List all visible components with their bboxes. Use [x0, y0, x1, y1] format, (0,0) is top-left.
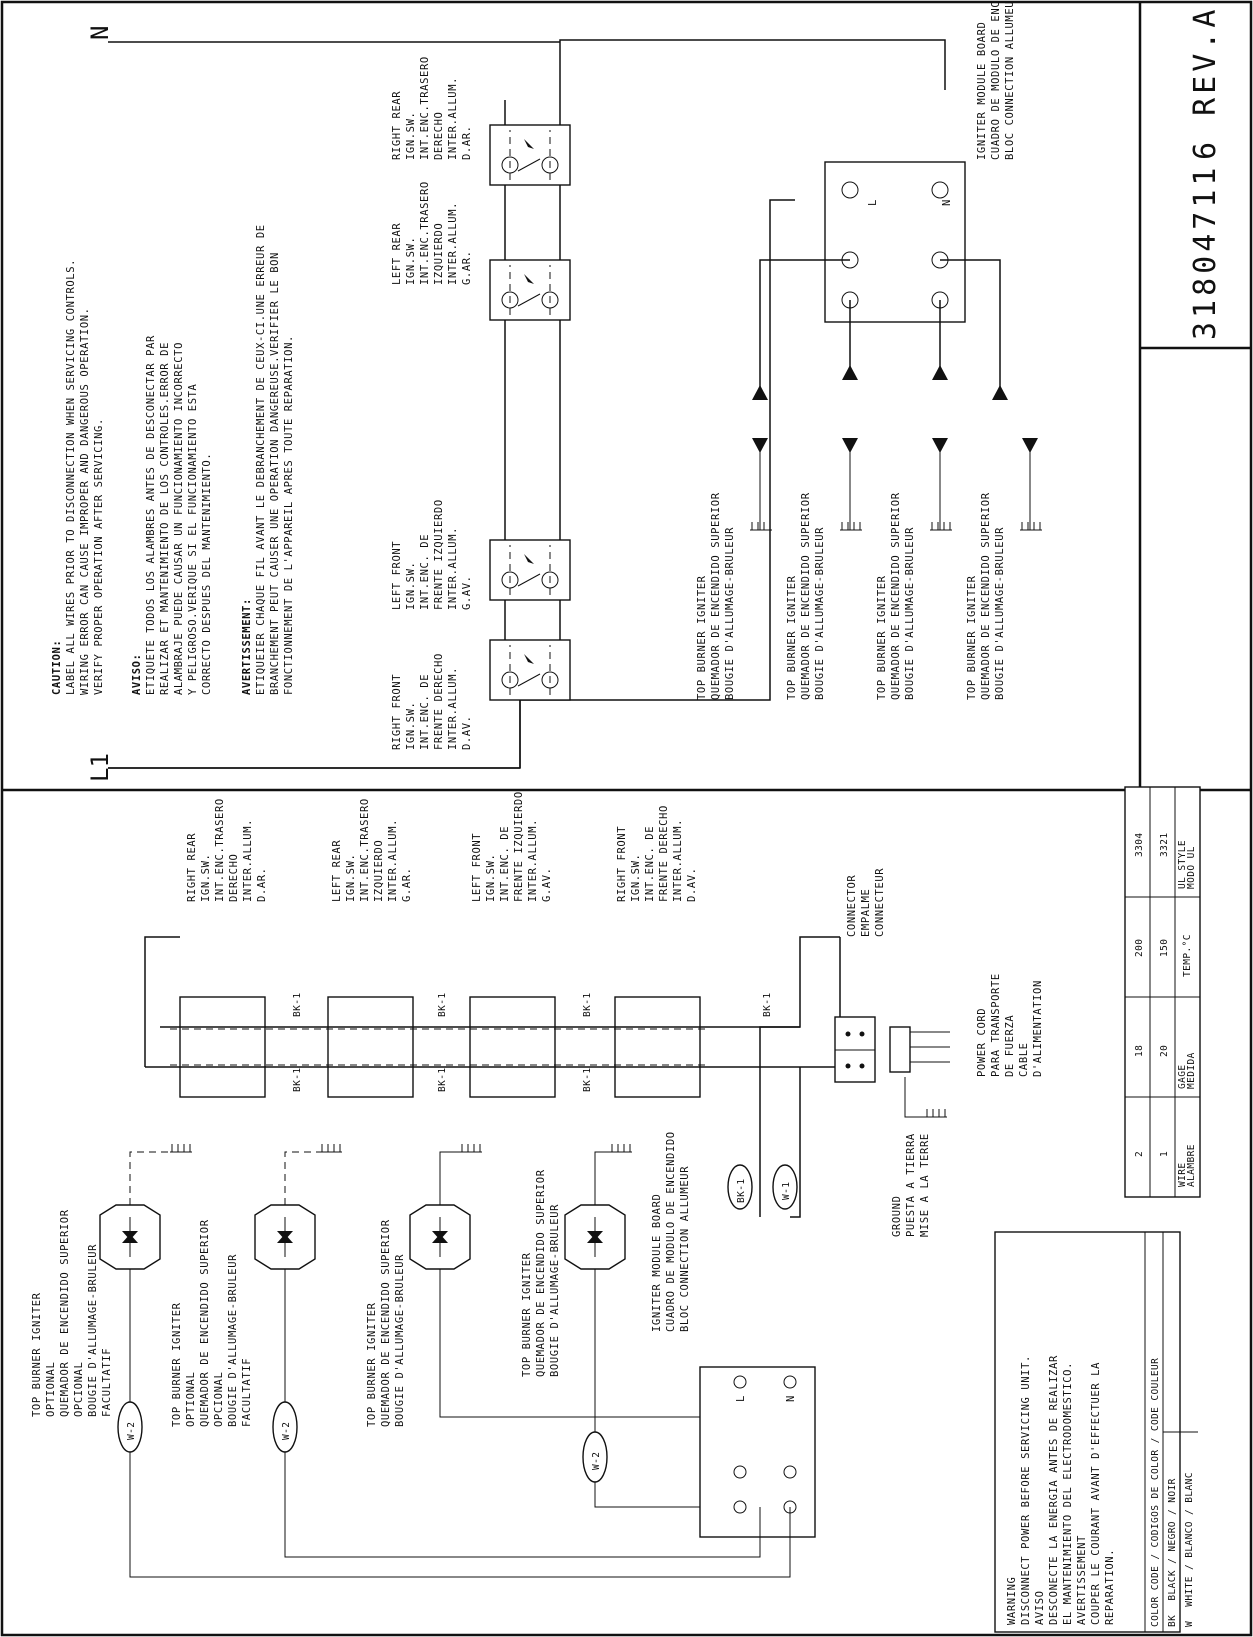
switch-left-rear — [489, 259, 571, 321]
svg-text:UL STYLE MODO UL: UL STYLE MODO UL — [1177, 834, 1197, 889]
n-wire — [559, 39, 946, 100]
svg-text:W-2: W-2 — [281, 1422, 292, 1440]
igniter-label-4: TOP BURNER IGNITER QUEMADOR DE ENCENDIDO… — [966, 485, 1006, 700]
wiring-section: RIGHT REAR IGN.SW. INT.ENC.TRASERO DEREC… — [31, 784, 1201, 1633]
svg-text:3321: 3321 — [1159, 833, 1170, 857]
svg-text:150: 150 — [1159, 939, 1170, 957]
avertissement-block: AVERTISSEMENT: ETIQUEIER CHAQUE FIL AVAN… — [241, 217, 295, 695]
wiring-switch-label-lf: LEFT FRONT IGN.SW. INT.ENC. DE FRENTE IZ… — [471, 784, 553, 902]
bk1-label-6: BK-1 — [582, 993, 593, 1017]
svg-text:1: 1 — [1159, 1151, 1170, 1157]
wiring-switch-label-rr: RIGHT REAR IGN.SW. INT.ENC.TRASERO DEREC… — [186, 791, 268, 902]
wire-table — [1124, 786, 1201, 1198]
wiring-switch-lf — [469, 996, 556, 1098]
svg-text:W-2: W-2 — [591, 1452, 602, 1470]
power-cord-label: POWER CORD PARA TRANSPORTE DE FUERZA CAB… — [976, 966, 1044, 1077]
wiring-switch-label-rf: RIGHT FRONT IGN.SW. INT.ENC. DE FRENTE D… — [616, 798, 698, 902]
igniter-4 — [564, 1204, 626, 1270]
color-code-bk: BK BLACK / NEGRO / NOIR — [1167, 1478, 1178, 1627]
svg-text:200: 200 — [1134, 939, 1145, 957]
igniter-3-label: TOP BURNER IGNITER QUEMADOR DE ENCENDIDO… — [366, 1212, 406, 1427]
switch-label-lr: LEFT REAR IGN.SW. INT.ENC.TRASERO IZQUIE… — [391, 174, 473, 285]
svg-text:2: 2 — [1134, 1151, 1145, 1157]
bk1-tag — [727, 1164, 753, 1210]
bk1-label-1: BK-1 — [292, 1068, 303, 1092]
bk1-label-7: BK-1 — [762, 993, 773, 1017]
switch-label-rf: RIGHT FRONT IGN.SW. INT.ENC. DE FRENTE D… — [391, 646, 473, 750]
color-code-w: W WHITE / BLANCO / BLANC — [1184, 1472, 1195, 1627]
wiring-module-board — [699, 1366, 816, 1538]
igniter-4-label: TOP BURNER IGNITER QUEMADOR DE ENCENDIDO… — [521, 1162, 561, 1377]
switch-left-front — [489, 539, 571, 601]
switch-label-rr: RIGHT REAR IGN.SW. INT.ENC.TRASERO DEREC… — [391, 49, 473, 160]
w1-tag — [772, 1164, 798, 1210]
optional-igniter-b-label: TOP BURNER IGNITER OPTIONAL QUEMADOR DE … — [171, 1212, 253, 1427]
wiring-switch-rf — [614, 996, 701, 1098]
wiring-switch-lr — [327, 996, 414, 1098]
wiring-switch-rr — [179, 996, 266, 1098]
warning-text: WARNING DISCONNECT POWER BEFORE SERVICIN… — [1006, 1348, 1116, 1625]
doc-number: 31804711 — [1188, 164, 1223, 341]
switch-right-rear — [489, 124, 571, 186]
igniter-3 — [409, 1204, 471, 1270]
bk1-label-3: BK-1 — [437, 1068, 448, 1092]
caution-block: CAUTION: LABEL ALL WIRES PRIOR TO DISCON… — [51, 252, 105, 695]
svg-text:W-2: W-2 — [126, 1422, 137, 1440]
igniter-optional-a — [99, 1204, 161, 1270]
svg-text:3304: 3304 — [1134, 833, 1145, 857]
bk1-label-4: BK-1 — [437, 993, 448, 1017]
wiring-terminal-n: N — [785, 1395, 797, 1402]
wiring-module-label: IGNITER MODULE BOARD CUADRO DE MODULO DE… — [651, 1124, 691, 1332]
wiring-switch-label-lr: LEFT REAR IGN.SW. INT.ENC.TRASERO IZQUIE… — [331, 791, 413, 902]
w2-tag-3 — [582, 1431, 608, 1483]
optional-igniter-a-label: TOP BURNER IGNITER OPTIONAL QUEMADOR DE … — [31, 1202, 113, 1417]
svg-text:TEMP.°C: TEMP.°C — [1182, 934, 1193, 977]
bk1-label-2: BK-1 — [292, 993, 303, 1017]
color-code-header: COLOR CODE / CODIGOS DE COLOR / CODE COU… — [1150, 1358, 1161, 1627]
igniter-module-board — [824, 161, 966, 323]
neutral-label: N — [86, 26, 114, 40]
svg-text:W-1: W-1 — [781, 1182, 792, 1200]
wire-table-header: WIRE ALAMBRE — [1177, 1144, 1197, 1187]
bk1-label-5: BK-1 — [582, 1068, 593, 1092]
module-terminal-l: L — [867, 199, 879, 206]
igniter-label-3: TOP BURNER IGNITER QUEMADOR DE ENCENDIDO… — [876, 485, 916, 700]
switch-right-front — [489, 639, 571, 701]
wiring-terminal-l: L — [735, 1395, 747, 1402]
ground-label: GROUND PUESTA A TIERRA MISE A LA TERRE — [891, 1126, 931, 1237]
svg-text:BK-1: BK-1 — [736, 1179, 747, 1203]
igniter-label-1: TOP BURNER IGNITER QUEMADOR DE ENCENDIDO… — [696, 485, 736, 700]
svg-text:20: 20 — [1159, 1045, 1170, 1057]
igniter-optional-b — [254, 1204, 316, 1270]
igniter-label-2: TOP BURNER IGNITER QUEMADOR DE ENCENDIDO… — [786, 485, 826, 700]
switch-label-lf: LEFT FRONT IGN.SW. INT.ENC. DE FRENTE IZ… — [391, 492, 473, 610]
aviso-block: AVISO: ETIQUETE TODOS LOS ALAMBRES ANTES… — [131, 328, 213, 695]
module-label: IGNITER MODULE BOARD CUADRO DE MODULO DE… — [976, 0, 1016, 160]
svg-text:GAGE MEDIDA: GAGE MEDIDA — [1177, 1052, 1197, 1089]
schematic-section: 31804711 6 REV.A L1 N RIGHT FRONT IGN.SW… — [51, 0, 1223, 782]
module-terminal-n: N — [941, 199, 953, 206]
power-cord-plug — [889, 1026, 911, 1073]
connector-label: CONNECTOR EMPALME CONNECTEUR — [846, 868, 886, 937]
w2-tag-1 — [117, 1401, 143, 1453]
w2-tag-2 — [272, 1401, 298, 1453]
revision-label: 6 REV.A — [1188, 6, 1223, 160]
svg-text:18: 18 — [1134, 1045, 1145, 1057]
